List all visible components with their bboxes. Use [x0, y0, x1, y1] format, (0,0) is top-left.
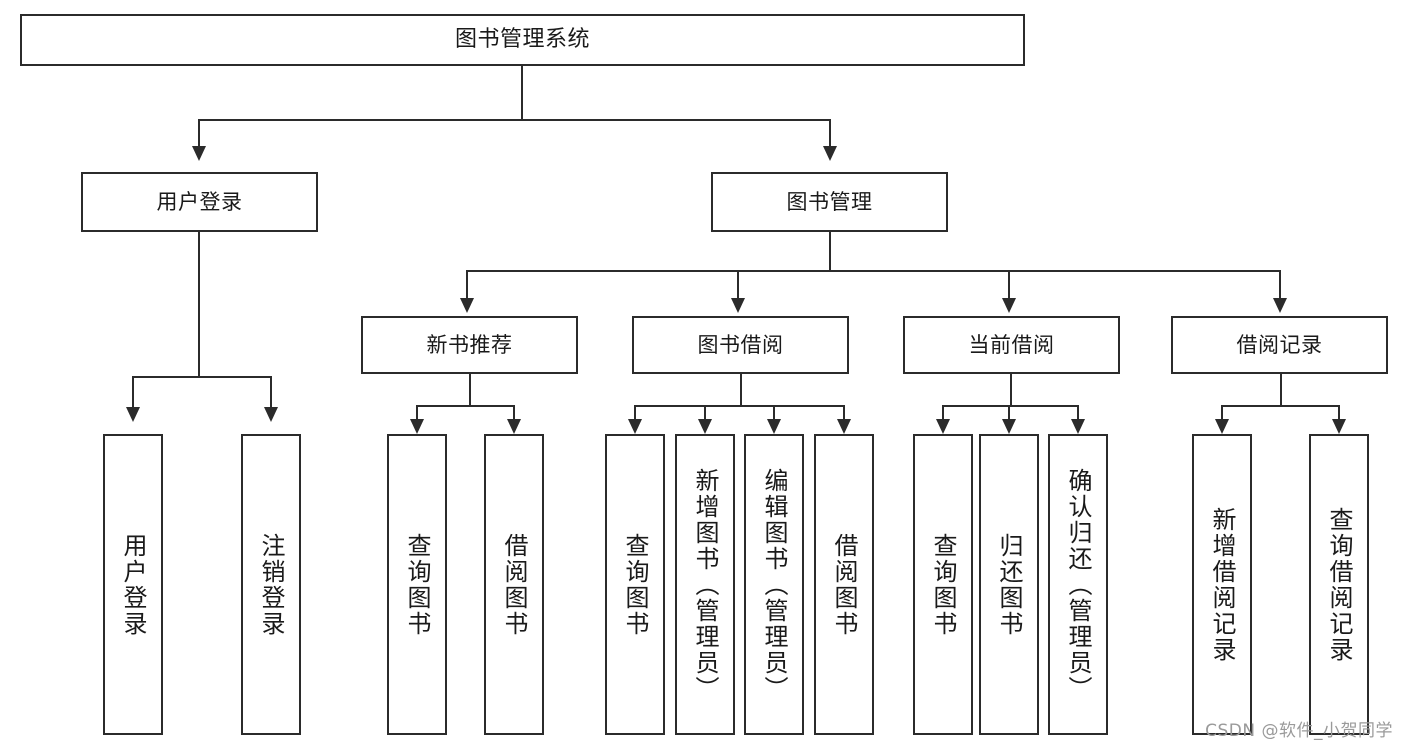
connector-root-bus [198, 119, 830, 121]
connector-new-book-bus [416, 405, 515, 407]
node-label: 用户登录 [156, 189, 243, 214]
arrowhead-br-to-leaf-1 [1215, 419, 1229, 434]
node-label: 查询图书 [621, 532, 649, 637]
connector-bm-to-book-borrow [737, 270, 739, 300]
node-current-borrow[interactable]: 当前借阅 [903, 316, 1120, 374]
connector-current-borrow-bus [942, 405, 1078, 407]
connector-book-management-stem [829, 232, 831, 270]
arrowhead-bm-to-book-borrow [731, 298, 745, 313]
connector-user-login-stem [198, 232, 200, 376]
connector-user-login-to-leaf-2 [270, 376, 272, 409]
connector-root-to-user-login [198, 119, 200, 148]
connector-book-management-bus [466, 270, 1280, 272]
connector-nb-to-leaf-1 [416, 405, 418, 421]
node-label: 查询图书 [403, 532, 431, 637]
connector-cb-to-leaf-2 [1008, 405, 1010, 421]
leaf-current-borrow-return-book[interactable]: 归还图书 [979, 434, 1039, 735]
node-label: 当前借阅 [968, 332, 1055, 357]
node-label: 图书借阅 [697, 332, 784, 357]
node-label: 编辑图书（管理员） [760, 467, 788, 702]
arrowhead-root-to-user-login [192, 146, 206, 161]
connector-cb-to-leaf-3 [1077, 405, 1079, 421]
arrowhead-bb-to-leaf-3 [767, 419, 781, 434]
connector-br-to-leaf-2 [1338, 405, 1340, 421]
connector-user-login-bus [132, 376, 272, 378]
connector-root-to-book-management [829, 119, 831, 148]
leaf-current-borrow-confirm-return[interactable]: 确认归还（管理员） [1048, 434, 1108, 735]
arrowhead-bm-to-new-book [460, 298, 474, 313]
leaf-borrow-record-query-record[interactable]: 查询借阅记录 [1309, 434, 1369, 735]
connector-bm-to-borrow-record [1279, 270, 1281, 300]
node-label: 查询借阅记录 [1325, 506, 1353, 663]
leaf-borrow-record-add-record[interactable]: 新增借阅记录 [1192, 434, 1252, 735]
connector-new-book-stem [469, 374, 471, 405]
node-new-book-recommend[interactable]: 新书推荐 [361, 316, 578, 374]
arrowhead-user-login-to-leaf-2 [264, 407, 278, 422]
leaf-new-book-query-book[interactable]: 查询图书 [387, 434, 447, 735]
arrowhead-bm-to-current-borrow [1002, 298, 1016, 313]
connector-current-borrow-stem [1010, 374, 1012, 405]
connector-root-stem [521, 66, 523, 119]
connector-book-borrow-stem [740, 374, 742, 405]
arrowhead-root-to-book-management [823, 146, 837, 161]
leaf-book-borrow-borrow-book[interactable]: 借阅图书 [814, 434, 874, 735]
connector-borrow-record-stem [1280, 374, 1282, 405]
connector-bb-to-leaf-2 [704, 405, 706, 421]
connector-borrow-record-bus [1221, 405, 1338, 407]
node-label: 新增图书（管理员） [691, 467, 719, 702]
arrowhead-bb-to-leaf-1 [628, 419, 642, 434]
node-label: 借阅图书 [830, 532, 858, 637]
connector-bb-to-leaf-1 [634, 405, 636, 421]
connector-bb-to-leaf-4 [843, 405, 845, 421]
arrowhead-br-to-leaf-2 [1332, 419, 1346, 434]
arrowhead-bb-to-leaf-2 [698, 419, 712, 434]
node-label: 注销登录 [257, 532, 285, 637]
leaf-new-book-borrow-book[interactable]: 借阅图书 [484, 434, 544, 735]
arrowhead-cb-to-leaf-3 [1071, 419, 1085, 434]
node-book-management[interactable]: 图书管理 [711, 172, 948, 232]
arrowhead-nb-to-leaf-1 [410, 419, 424, 434]
connector-bm-to-current-borrow [1008, 270, 1010, 300]
node-book-management-system[interactable]: 图书管理系统 [20, 14, 1025, 66]
connector-nb-to-leaf-2 [513, 405, 515, 421]
arrowhead-bm-to-borrow-record [1273, 298, 1287, 313]
node-label: 确认归还（管理员） [1064, 467, 1092, 702]
node-user-login[interactable]: 用户登录 [81, 172, 318, 232]
leaf-user-login-logout[interactable]: 注销登录 [241, 434, 301, 735]
leaf-current-borrow-query-book[interactable]: 查询图书 [913, 434, 973, 735]
connector-bb-to-leaf-3 [773, 405, 775, 421]
node-book-borrow[interactable]: 图书借阅 [632, 316, 849, 374]
node-label: 归还图书 [995, 532, 1023, 637]
arrowhead-user-login-to-leaf-1 [126, 407, 140, 422]
leaf-user-login-login[interactable]: 用户登录 [103, 434, 163, 735]
connector-user-login-to-leaf-1 [132, 376, 134, 409]
leaf-book-borrow-query-book[interactable]: 查询图书 [605, 434, 665, 735]
connector-bm-to-new-book [466, 270, 468, 300]
leaf-book-borrow-add-book[interactable]: 新增图书（管理员） [675, 434, 735, 735]
node-label: 图书管理 [786, 189, 873, 214]
node-label: 借阅记录 [1236, 332, 1323, 357]
node-label: 查询图书 [929, 532, 957, 637]
leaf-book-borrow-edit-book[interactable]: 编辑图书（管理员） [744, 434, 804, 735]
node-label: 借阅图书 [500, 532, 528, 637]
node-label: 新增借阅记录 [1208, 506, 1236, 663]
arrowhead-cb-to-leaf-1 [936, 419, 950, 434]
connector-book-borrow-bus [634, 405, 844, 407]
node-label: 新书推荐 [426, 332, 513, 357]
connector-br-to-leaf-1 [1221, 405, 1223, 421]
arrowhead-nb-to-leaf-2 [507, 419, 521, 434]
connector-cb-to-leaf-1 [942, 405, 944, 421]
arrowhead-bb-to-leaf-4 [837, 419, 851, 434]
arrowhead-cb-to-leaf-2 [1002, 419, 1016, 434]
node-label: 图书管理系统 [454, 27, 590, 53]
node-label: 用户登录 [119, 532, 147, 637]
node-borrow-record[interactable]: 借阅记录 [1171, 316, 1388, 374]
